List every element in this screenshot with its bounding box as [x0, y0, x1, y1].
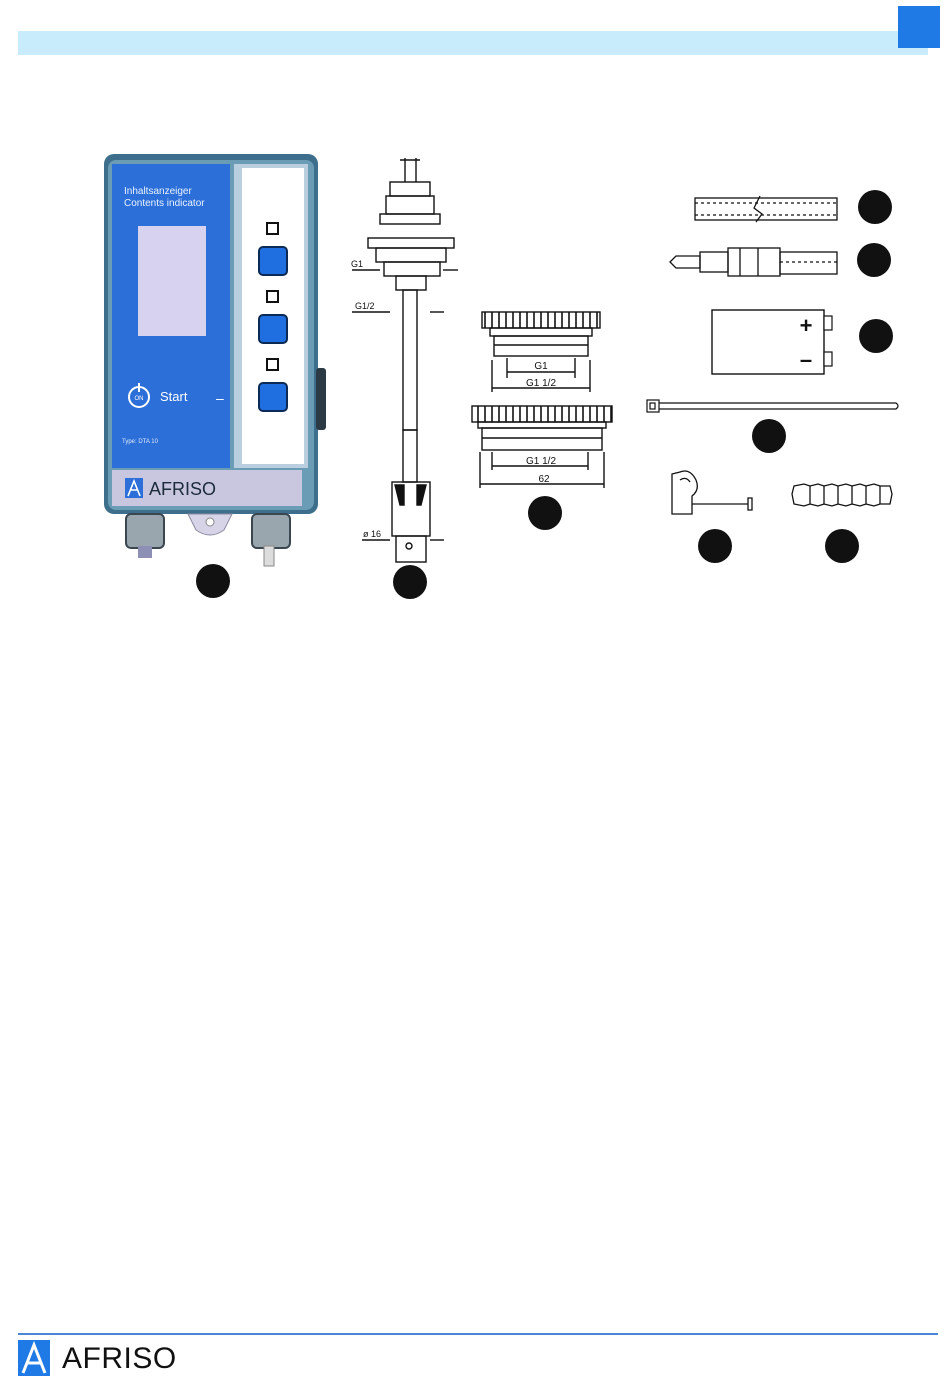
probe-dia-label: ø 16 — [363, 529, 381, 539]
device-button-2[interactable] — [259, 315, 287, 343]
battery-plus-label: + — [800, 313, 813, 338]
item-marker-cable-clip — [698, 529, 732, 563]
item-marker-device — [196, 564, 230, 598]
footer-logo: AFRISO — [18, 1340, 218, 1380]
cable-clip-drawing — [672, 471, 752, 514]
language-tab[interactable] — [898, 6, 940, 48]
footer-logo-text: AFRISO — [62, 1342, 177, 1376]
adapter-large-inner-label: G1 1/2 — [526, 456, 556, 467]
device-brand-logo-icon — [125, 478, 143, 498]
adapter-small-outer-label: G1 1/2 — [526, 378, 556, 389]
probe-g1-2-label: G1/2 — [355, 301, 375, 311]
svg-text:ON: ON — [135, 396, 144, 402]
footer-rule — [18, 1333, 938, 1335]
contents-indicator-device: ON Start – Inhaltsanzeiger Contents indi… — [104, 154, 326, 598]
device-button-1[interactable] — [259, 247, 287, 275]
item-marker-probe — [393, 565, 427, 599]
afriso-logo-icon — [18, 1340, 50, 1376]
device-display — [138, 226, 206, 336]
hose-drawing — [695, 196, 837, 222]
ribbed-connector-drawing — [792, 484, 892, 506]
start-label: Start — [160, 389, 188, 404]
type-label: Type: DTA 10 — [122, 439, 159, 445]
minus-label: – — [216, 390, 224, 406]
adapter-small-inner-label: G1 — [534, 361, 548, 372]
probe-g1-label: G1 — [351, 259, 363, 269]
item-marker-ribbed-connector — [825, 529, 859, 563]
probe-drawing — [352, 158, 458, 562]
battery-drawing — [712, 310, 832, 374]
hose-connector-drawing — [670, 248, 837, 276]
scope-of-delivery-figure: ON Start – Inhaltsanzeiger Contents indi… — [0, 140, 950, 610]
device-title-de: Inhaltsanzeiger — [124, 186, 192, 197]
adapter-large-outer-label: 62 — [538, 474, 550, 485]
device-title-en: Contents indicator — [124, 198, 205, 209]
item-marker-battery — [859, 319, 893, 353]
device-button-3[interactable] — [259, 383, 287, 411]
header-band — [18, 31, 928, 55]
cable-tie-drawing — [647, 400, 898, 412]
battery-minus-label: – — [800, 347, 812, 372]
item-marker-adapters — [528, 496, 562, 530]
device-brand-label: AFRISO — [149, 479, 216, 499]
item-marker-connector — [857, 243, 891, 277]
item-marker-cable-tie — [752, 419, 786, 453]
item-marker-hose — [858, 190, 892, 224]
